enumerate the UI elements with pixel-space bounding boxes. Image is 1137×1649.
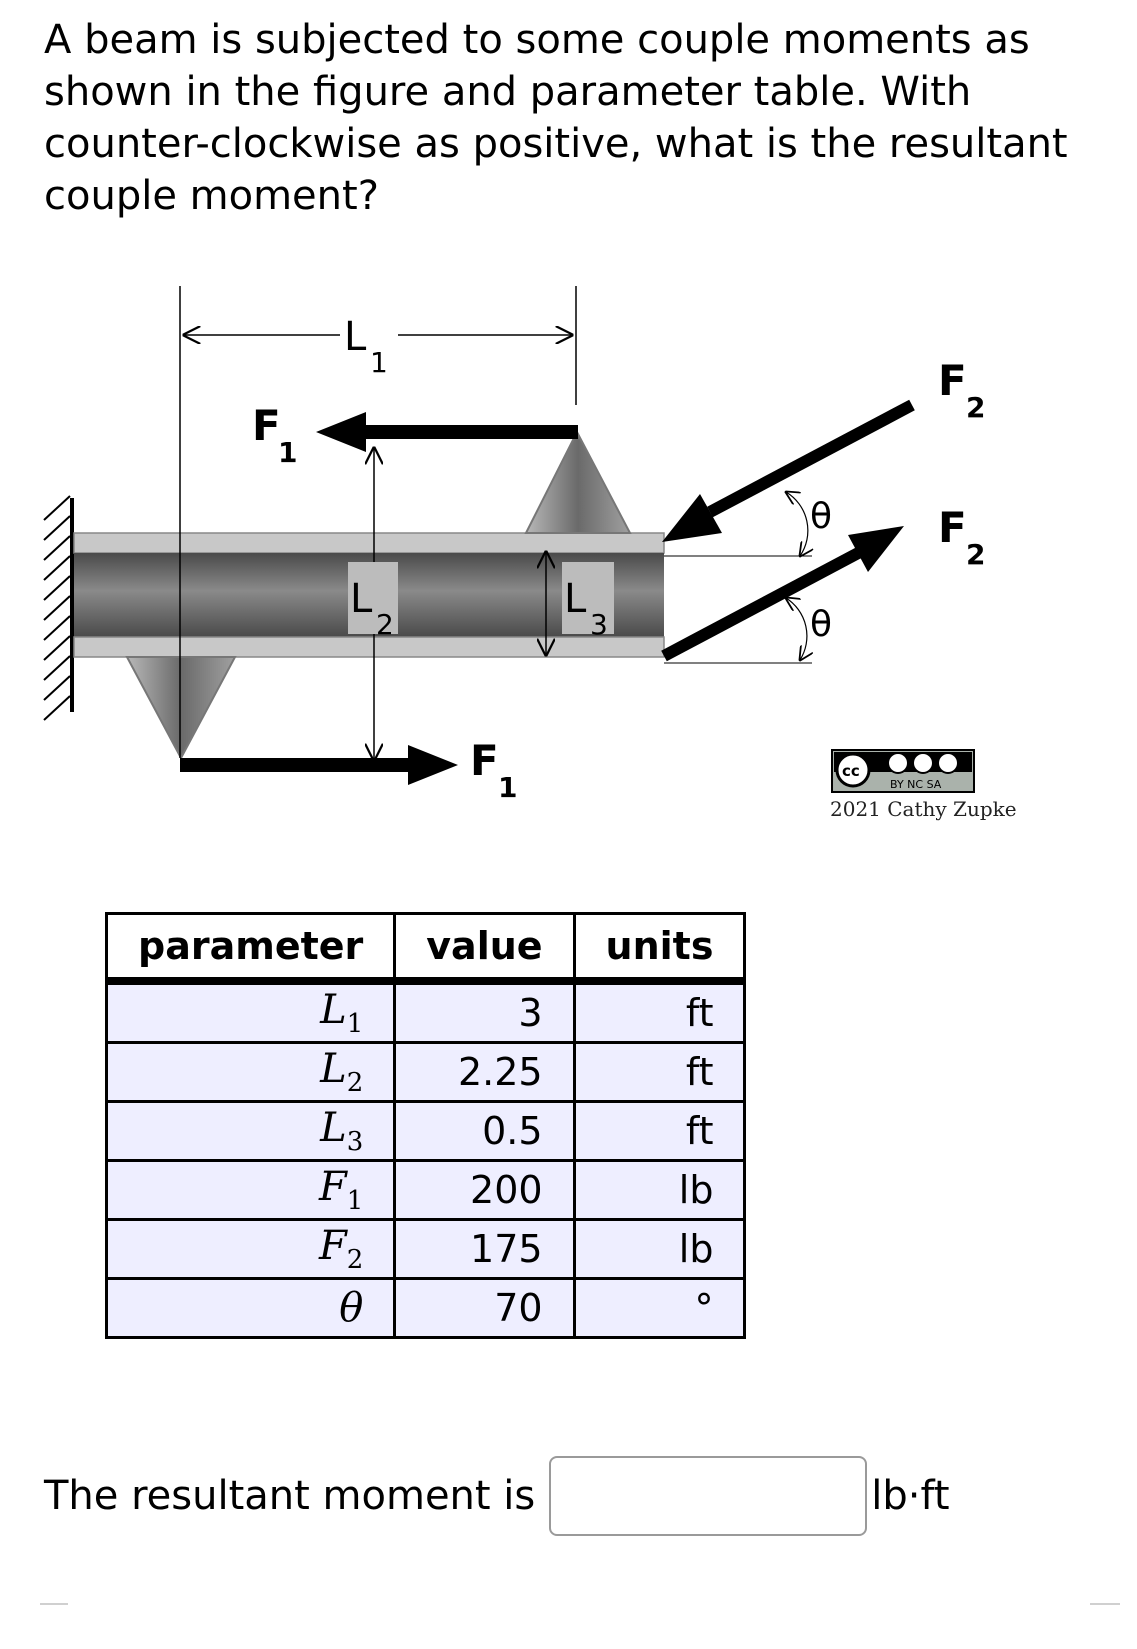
param-L2: L2: [104, 1041, 397, 1103]
answer-input[interactable]: [549, 1456, 868, 1536]
header-parameter: parameter: [104, 912, 397, 983]
dimension-L2: L 2: [348, 448, 398, 760]
force-F1-bottom-arrow: F 1: [180, 736, 517, 804]
label-F1-bottom-sub: 1: [498, 771, 517, 804]
sa-icon: [937, 752, 959, 774]
units-cell: ft: [572, 979, 747, 1044]
bottom-divider-left: [40, 1603, 68, 1605]
table-row: L3 0.5 ft: [104, 1100, 747, 1162]
value-cell: 70: [393, 1277, 576, 1339]
force-F2-bottom-arrow: θ F 2: [661, 503, 985, 664]
beam-figure: L 1 L 2 L 3 F 1 F 1 θ F 2: [43, 286, 1017, 821]
table-row: F2 175 lb: [104, 1218, 747, 1280]
table-row: θ 70 °: [104, 1277, 747, 1339]
param-L1: L1: [104, 979, 397, 1044]
dimension-L3: L 3: [546, 552, 614, 655]
force-F2-top-arrow: θ F 2: [662, 356, 985, 556]
force-F1-top-arrow: F 1: [252, 401, 578, 469]
label-L2: L: [350, 576, 373, 622]
fixed-wall-support: [43, 495, 74, 721]
label-F2-bottom-sub: 2: [966, 538, 985, 571]
by-icon: [887, 752, 909, 774]
parameter-table: parameter value units L1 3 ft L2 2.25 ft…: [104, 912, 747, 1339]
units-cell: °: [572, 1277, 747, 1339]
header-value: value: [393, 912, 576, 983]
value-cell: 0.5: [393, 1100, 576, 1162]
units-cell: ft: [572, 1041, 747, 1103]
dimension-L1: L 1: [184, 314, 572, 379]
bottom-gusset: [125, 656, 237, 761]
label-theta-bottom: θ: [810, 604, 832, 645]
label-L1-sub: 1: [370, 346, 388, 379]
label-theta-top: θ: [810, 496, 832, 537]
table-header-row: parameter value units: [104, 912, 747, 983]
label-F2-bottom: F: [938, 503, 967, 552]
bottom-divider-right: [1090, 1603, 1120, 1605]
answer-prompt: The resultant moment is: [44, 1473, 536, 1519]
param-F1: F1: [104, 1159, 397, 1221]
label-L3: L: [564, 576, 587, 622]
table-row: L1 3 ft: [104, 979, 747, 1044]
header-units: units: [572, 912, 747, 983]
label-F2-top: F: [938, 356, 967, 405]
credit-text: 2021 Cathy Zupke: [830, 797, 1017, 821]
units-cell: ft: [572, 1100, 747, 1162]
value-cell: 200: [393, 1159, 576, 1221]
answer-units: lb·ft: [871, 1473, 950, 1519]
label-F1-bottom: F: [470, 736, 499, 785]
answer-row: The resultant moment is lb·ft: [44, 1452, 950, 1540]
top-gusset: [524, 429, 632, 534]
label-F1-top: F: [252, 401, 281, 450]
cc-license-badge: cc BY NC SA: [831, 749, 975, 793]
label-F1-top-sub: 1: [278, 436, 297, 469]
param-theta: θ: [104, 1277, 397, 1339]
value-cell: 175: [393, 1218, 576, 1280]
param-L3: L3: [104, 1100, 397, 1162]
table-row: L2 2.25 ft: [104, 1041, 747, 1103]
cc-icon-text: cc: [842, 762, 860, 780]
label-L2-sub: 2: [376, 608, 394, 641]
param-F2: F2: [104, 1218, 397, 1280]
table-row: F1 200 lb: [104, 1159, 747, 1221]
units-cell: lb: [572, 1159, 747, 1221]
question-text: A beam is subjected to some couple momen…: [44, 17, 1068, 219]
value-cell: 3: [393, 979, 576, 1044]
license-badge-text: BY NC SA: [890, 778, 942, 791]
label-L1: L: [344, 314, 367, 360]
units-cell: lb: [572, 1218, 747, 1280]
label-L3-sub: 3: [590, 608, 608, 641]
value-cell: 2.25: [393, 1041, 576, 1103]
label-F2-top-sub: 2: [966, 391, 985, 424]
nc-icon: [912, 752, 934, 774]
